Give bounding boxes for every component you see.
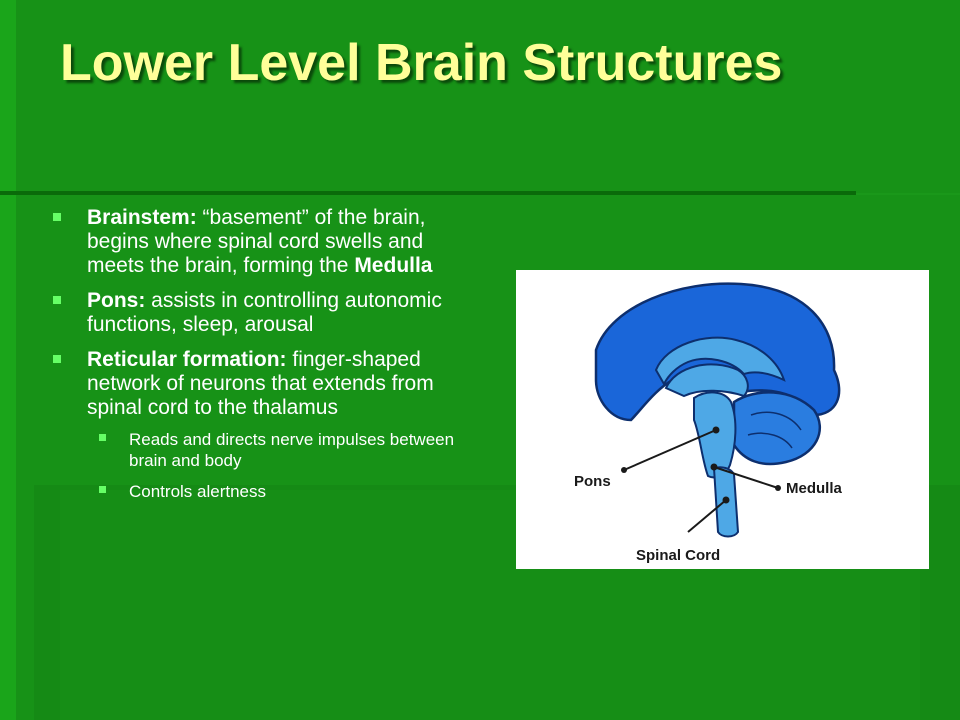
title-divider: [0, 191, 856, 195]
square-bullet-icon: [53, 355, 61, 363]
slide-title: Lower Level Brain Structures: [60, 34, 783, 92]
square-bullet-icon: [99, 486, 106, 493]
sub-bullet-item: Controls alertness: [87, 481, 470, 502]
bullet-term: Pons:: [87, 289, 146, 312]
corpus-callosum-shape: [654, 336, 786, 387]
medulla-pointer-dot: [710, 463, 718, 471]
sub-bullet-list: Reads and directs nerve impulses between…: [87, 429, 470, 502]
brain-diagram: Pons Medulla Spinal Cord: [516, 270, 929, 569]
label-pons: Pons: [574, 473, 611, 490]
title-divider-extension: [856, 193, 960, 195]
label-medulla: Medulla: [786, 480, 842, 497]
bullet-reticular-formation: Reticular formation: finger-shaped netwo…: [50, 348, 470, 502]
sub-bullet-text: Reads and directs nerve impulses between…: [129, 430, 455, 470]
thalamus-shape: [664, 363, 749, 398]
bullet-term: Brainstem:: [87, 206, 197, 229]
pons-pointer-dot-end: [621, 467, 627, 473]
sub-bullet-text: Controls alertness: [129, 482, 267, 501]
bullet-text: finger-shaped network of neurons that ex…: [87, 348, 434, 419]
square-bullet-icon: [99, 434, 106, 441]
bullet-pons: Pons: assists in controlling autonomic f…: [50, 289, 470, 337]
brain-diagram-svg: Pons Medulla Spinal Cord: [574, 282, 842, 564]
spinal-cord-pointer-line: [687, 499, 727, 533]
cerebellum-fold: [747, 411, 802, 449]
bullet-emphasis: Medulla: [354, 254, 433, 277]
square-bullet-icon: [53, 296, 61, 304]
sub-bullet-item: Reads and directs nerve impulses between…: [87, 429, 470, 471]
pons-pointer-line: [623, 429, 717, 471]
cerebellum-shape: [732, 391, 822, 466]
pons-pointer-dot: [712, 426, 720, 434]
bullet-list: Brainstem: “basement” of the brain, begi…: [50, 206, 470, 513]
bullet-brainstem: Brainstem: “basement” of the brain, begi…: [50, 206, 470, 278]
medulla-pointer-line: [713, 466, 779, 489]
brainstem-shape: [693, 391, 737, 479]
bullet-text: “basement” of the brain, begins where sp…: [87, 206, 426, 277]
bullet-text: assists in controlling autonomic functio…: [87, 289, 442, 336]
medulla-pointer-dot-end: [775, 485, 781, 491]
square-bullet-icon: [53, 213, 61, 221]
background-edge: [0, 0, 16, 720]
label-spinal-cord: Spinal Cord: [636, 547, 720, 564]
spinal-cord-pointer-dot: [722, 496, 730, 504]
bullet-term: Reticular formation:: [87, 348, 287, 371]
